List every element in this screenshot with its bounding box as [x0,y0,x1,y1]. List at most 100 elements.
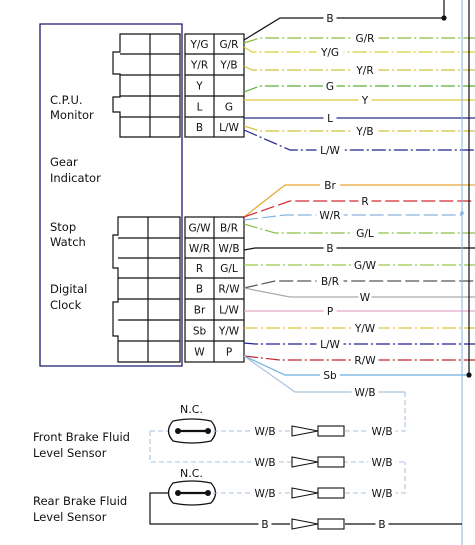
bottom-wire-13: W/B [243,355,405,399]
top-wire-label: G [326,81,334,93]
bottom-wire-label: L/W [320,339,340,351]
bottom-wire-8: P [244,304,475,318]
sensor-wire-label: W/B [254,426,275,438]
sensor-wire-label: W/B [371,426,392,438]
sensor-wire-label: W/B [371,457,392,469]
sensor-wire-label: B [261,519,268,531]
top-wire-label: L/W [320,145,340,157]
bottom-wire-6: B/R [243,274,475,289]
bottom-wire-2: W/R [243,208,462,222]
connector-1-housing [112,33,181,138]
bottom-wire-7: W [243,287,475,304]
inline-connector-icon [291,425,345,437]
sensor-wire-label: W/B [254,457,275,469]
front-sensor-switch-icon [167,418,217,444]
connector-2-pin-label: B [196,284,203,296]
brake-fluid-sensors: Front Brake Fluid Level Sensor Rear Brak… [33,403,217,524]
connector-2-pin-label: L/W [219,305,239,317]
connector-2-pin-label: W/B [218,243,239,255]
front-sensor-name-1: Front Brake Fluid [33,430,130,444]
bottom-wire-9: Y/W [244,321,475,335]
connector-1-pin-label: Y/R [190,60,208,72]
top-wire-label: Y/B [355,126,373,138]
top-wire-1: G/R [243,31,475,45]
front-sensor-contact-label: N.C. [180,403,203,416]
connector-1-pin-label: L/W [219,122,239,134]
junction-dot-top [441,15,447,21]
bottom-wire-1: R [243,194,475,218]
bottom-wire-label: R [361,196,368,208]
inline-connector-icon [291,518,345,530]
top-wire-3: Y/R [243,63,475,77]
top-wire-6: L [244,111,475,125]
bottom-wire-label: B [326,243,333,255]
top-wire-label: Y [361,95,369,107]
bottom-wire-label: P [327,306,333,318]
cpu-monitor-label-1: C.P.U. [50,93,83,107]
top-wire-label: Y/G [320,47,339,59]
bottom-wire-3: G/L [243,223,475,240]
top-wire-label: G/R [356,33,375,45]
lower-harness-wires: BrR W/RG/L B G/W B/R W P Y/W L/W R/W SbW/B [243,178,475,399]
inline-connector-icon [291,456,345,468]
bottom-wire-label: Br [324,180,336,192]
junction-dot-bottom [466,372,472,378]
right-bus-lines [441,0,472,545]
connector-2-pin-label: G/L [220,263,238,275]
stop-watch-label-1: Stop [50,220,76,234]
gear-indicator-label-2: Indicator [50,171,101,185]
top-wire-2: Y/G [243,45,475,59]
connector-2-pin-label: G/W [188,223,211,235]
connector-2-pin-label: Sb [193,326,207,338]
connector-2-pin-label: Y/W [218,326,240,338]
connector-2-pin-label: R/W [218,284,240,296]
top-wire-0: B [243,11,444,41]
bottom-wire-0: Br [243,178,475,218]
connector-1-pin-label: G [225,102,233,114]
connector-1-pin-label: Y/B [219,60,237,72]
module-labels: C.P.U. Monitor Gear Indicator Stop Watch… [50,93,101,312]
connector-2-pin-label: W/R [189,243,210,255]
bottom-wire-label: W [360,292,371,304]
sensor-wire-label: B [378,519,385,531]
connector-1-pin-label: G/R [220,39,239,51]
sensor-wire-label: W/B [254,488,275,500]
top-wire-4: G [243,79,475,93]
meter-module-frame [39,23,183,367]
bottom-wire-10: L/W [243,337,475,351]
top-wire-5: Y [244,93,475,107]
connector-1-pin-label: L [197,102,203,114]
inline-connector-icon [291,487,345,499]
connector-2-pin-label: Br [194,305,206,317]
sensor-wire-label: W/B [371,488,392,500]
bottom-wire-12: Sb [243,355,469,382]
top-wire-label: L [327,113,333,125]
bottom-wire-label: Sb [323,370,337,382]
sensor-wires: W/B W/B W/B W/B W/B W/B B B [149,392,462,531]
upper-harness-wires: B G/R Y/G Y/R G Y L Y/B L/W [243,11,475,157]
bottom-wire-label: W/R [319,210,340,222]
bottom-wire-label: G/W [354,260,377,272]
bottom-wire-label: Y/W [354,323,376,335]
bottom-wire-label: W/B [354,387,375,399]
bottom-wire-5: G/W [244,258,475,272]
connector-2-pin-label: W [194,347,205,359]
top-wire-label: B [326,13,333,25]
top-wire-7: Y/B [243,124,475,138]
bottom-wire-11: R/W [243,353,475,367]
connector-2-pin-label: P [226,347,232,359]
connector-2-housing [112,216,181,363]
digital-clock-label-1: Digital [50,282,87,296]
top-wire-label: Y/R [355,65,373,77]
rear-sensor-name-1: Rear Brake Fluid [33,494,127,508]
bottom-wire-label: R/W [354,355,376,367]
front-sensor-name-2: Level Sensor [33,446,107,460]
top-wire-8: L/W [243,129,475,157]
gear-indicator-label-1: Gear [50,155,78,169]
cpu-monitor-label-2: Monitor [50,108,94,122]
connector-1-pin-label: B [196,122,203,134]
connector-1-pin-label: Y [195,81,203,93]
bottom-wire-label: B/R [321,276,339,288]
